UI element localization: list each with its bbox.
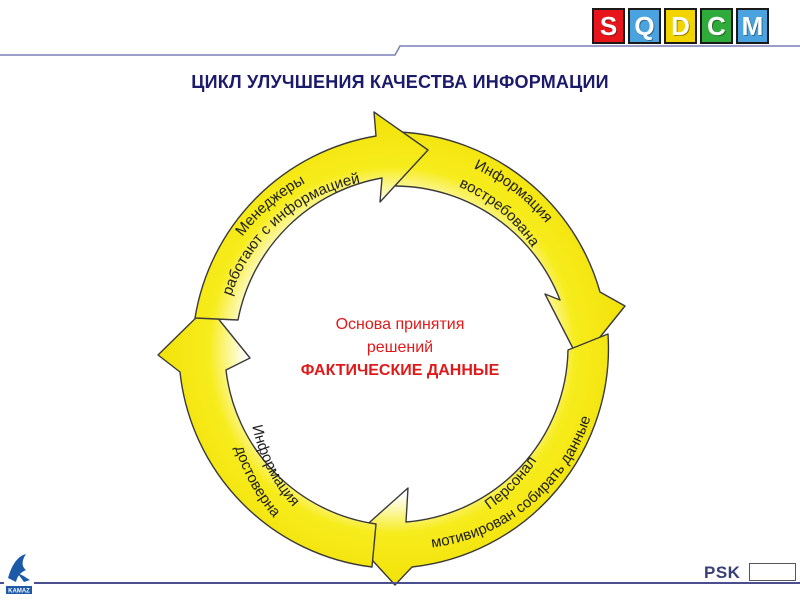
badge-d: D [664,8,697,44]
center-line-3: ФАКТИЧЕСКИЕ ДАННЫЕ [300,362,500,379]
header-rule [0,45,800,56]
cycle-center-text: Основа принятия решений ФАКТИЧЕСКИЕ ДАНН… [250,313,550,382]
kamaz-logo: KAMAZ [4,548,34,596]
arrow-top-right [395,131,626,363]
arrow-bottom-left [157,305,377,568]
psk-box [749,563,796,581]
center-line-2: решений [366,339,434,356]
footer-rule [0,582,800,584]
center-line-1: Основа принятия [335,316,465,333]
badge-s: S [592,8,625,44]
badge-q: Q [628,8,661,44]
psk-label: PSK [704,563,741,582]
arrow-bottom-right [351,333,610,586]
kamaz-logo-text: KAMAZ [8,589,30,595]
cycle-ring [157,111,626,586]
page-title: ЦИКЛ УЛУЧШЕНИЯ КАЧЕСТВА ИНФОРМАЦИИ [191,72,609,92]
arrow-top-left [194,111,429,321]
badge-m: M [736,8,769,44]
badge-c: C [700,8,733,44]
sqdcm-badges: S Q D C M [592,8,769,44]
